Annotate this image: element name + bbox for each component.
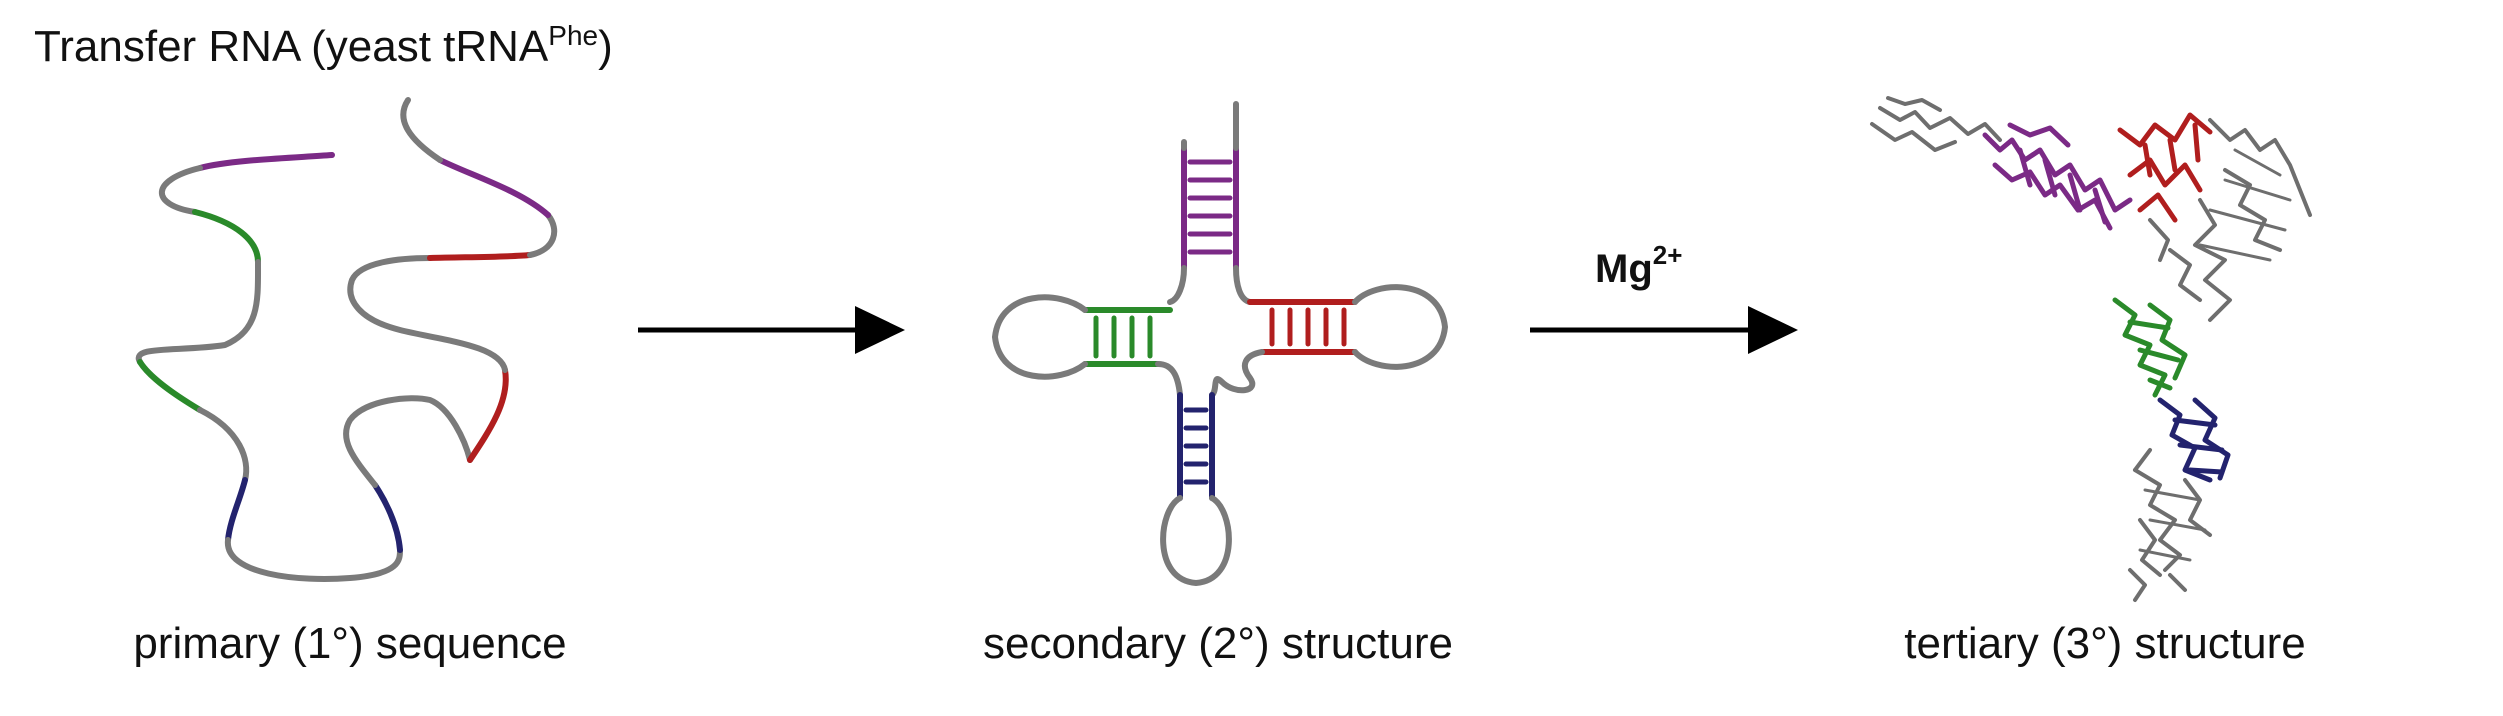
anticodon-stem-pairs xyxy=(1183,407,1209,485)
caption-secondary: secondary (2°) structure xyxy=(983,619,1453,668)
magnesium-label: Mg2+ xyxy=(1595,240,1682,292)
tertiary-anticodon-region xyxy=(2157,397,2231,483)
primary-segment-acceptor-3 xyxy=(437,157,551,218)
magnesium-label-text: Mg xyxy=(1595,247,1653,291)
junction-left xyxy=(1155,361,1183,398)
primary-segment-anticodon-2 xyxy=(372,482,403,553)
caption-tertiary: tertiary (3°) structure xyxy=(1904,619,2306,668)
primary-segment-t-arm-1 xyxy=(467,367,509,463)
acceptor-stem-pairs xyxy=(1187,159,1233,255)
primary-segment-gray-2 xyxy=(135,259,262,365)
junction-upper-left xyxy=(1167,265,1187,305)
tertiary-gray-rungs xyxy=(2138,148,2292,562)
tertiary-t-arm-region xyxy=(2117,112,2213,223)
primary-segment-gray-7 xyxy=(527,212,558,258)
primary-segment-acceptor-5 xyxy=(197,152,335,171)
tertiary-acceptor-region xyxy=(1982,122,2133,231)
arrow-primary-to-secondary xyxy=(638,306,905,354)
caption-primary: primary (1°) sequence xyxy=(133,619,567,668)
primary-segment-gray-4 xyxy=(224,537,403,583)
tertiary-structure xyxy=(1870,96,2312,602)
secondary-cloverleaf xyxy=(992,101,1448,586)
primary-segment-t-arm-2 xyxy=(427,252,533,261)
primary-segment-gray-6 xyxy=(347,255,508,373)
magnesium-label-superscript: 2+ xyxy=(1652,240,1683,270)
d-loop xyxy=(992,294,1088,380)
primary-segment-d-arm-1 xyxy=(192,209,261,265)
primary-segment-anticodon-1 xyxy=(225,477,248,543)
tertiary-tail xyxy=(2128,568,2187,602)
junction-upper-right xyxy=(1233,265,1253,305)
primary-segment-gray-8 xyxy=(400,97,443,163)
anticodon-loop xyxy=(1160,495,1232,586)
tertiary-d-arm-region xyxy=(2112,297,2188,398)
d-arm-pairs xyxy=(1093,315,1153,359)
tertiary-gray-segments xyxy=(1870,96,2312,577)
primary-segment-gray-5 xyxy=(343,395,473,488)
arrow-secondary-to-tertiary xyxy=(1530,306,1798,354)
figure-title-superscript: Phe xyxy=(548,20,599,51)
figure-title-text: Transfer RNA (yeast tRNA xyxy=(34,22,549,71)
primary-segment-d-arm-2 xyxy=(137,359,203,413)
primary-segment-gray-3 xyxy=(197,407,250,483)
primary-segment-gray-1 xyxy=(158,165,203,215)
variable-loop xyxy=(1209,349,1265,398)
t-arm-pairs xyxy=(1269,307,1347,347)
figure-title: Transfer RNA (yeast tRNAPhe) xyxy=(34,6,613,77)
figure-title-suffix: ) xyxy=(598,22,613,71)
primary-sequence-strand xyxy=(135,97,558,583)
t-loop xyxy=(1352,284,1448,370)
